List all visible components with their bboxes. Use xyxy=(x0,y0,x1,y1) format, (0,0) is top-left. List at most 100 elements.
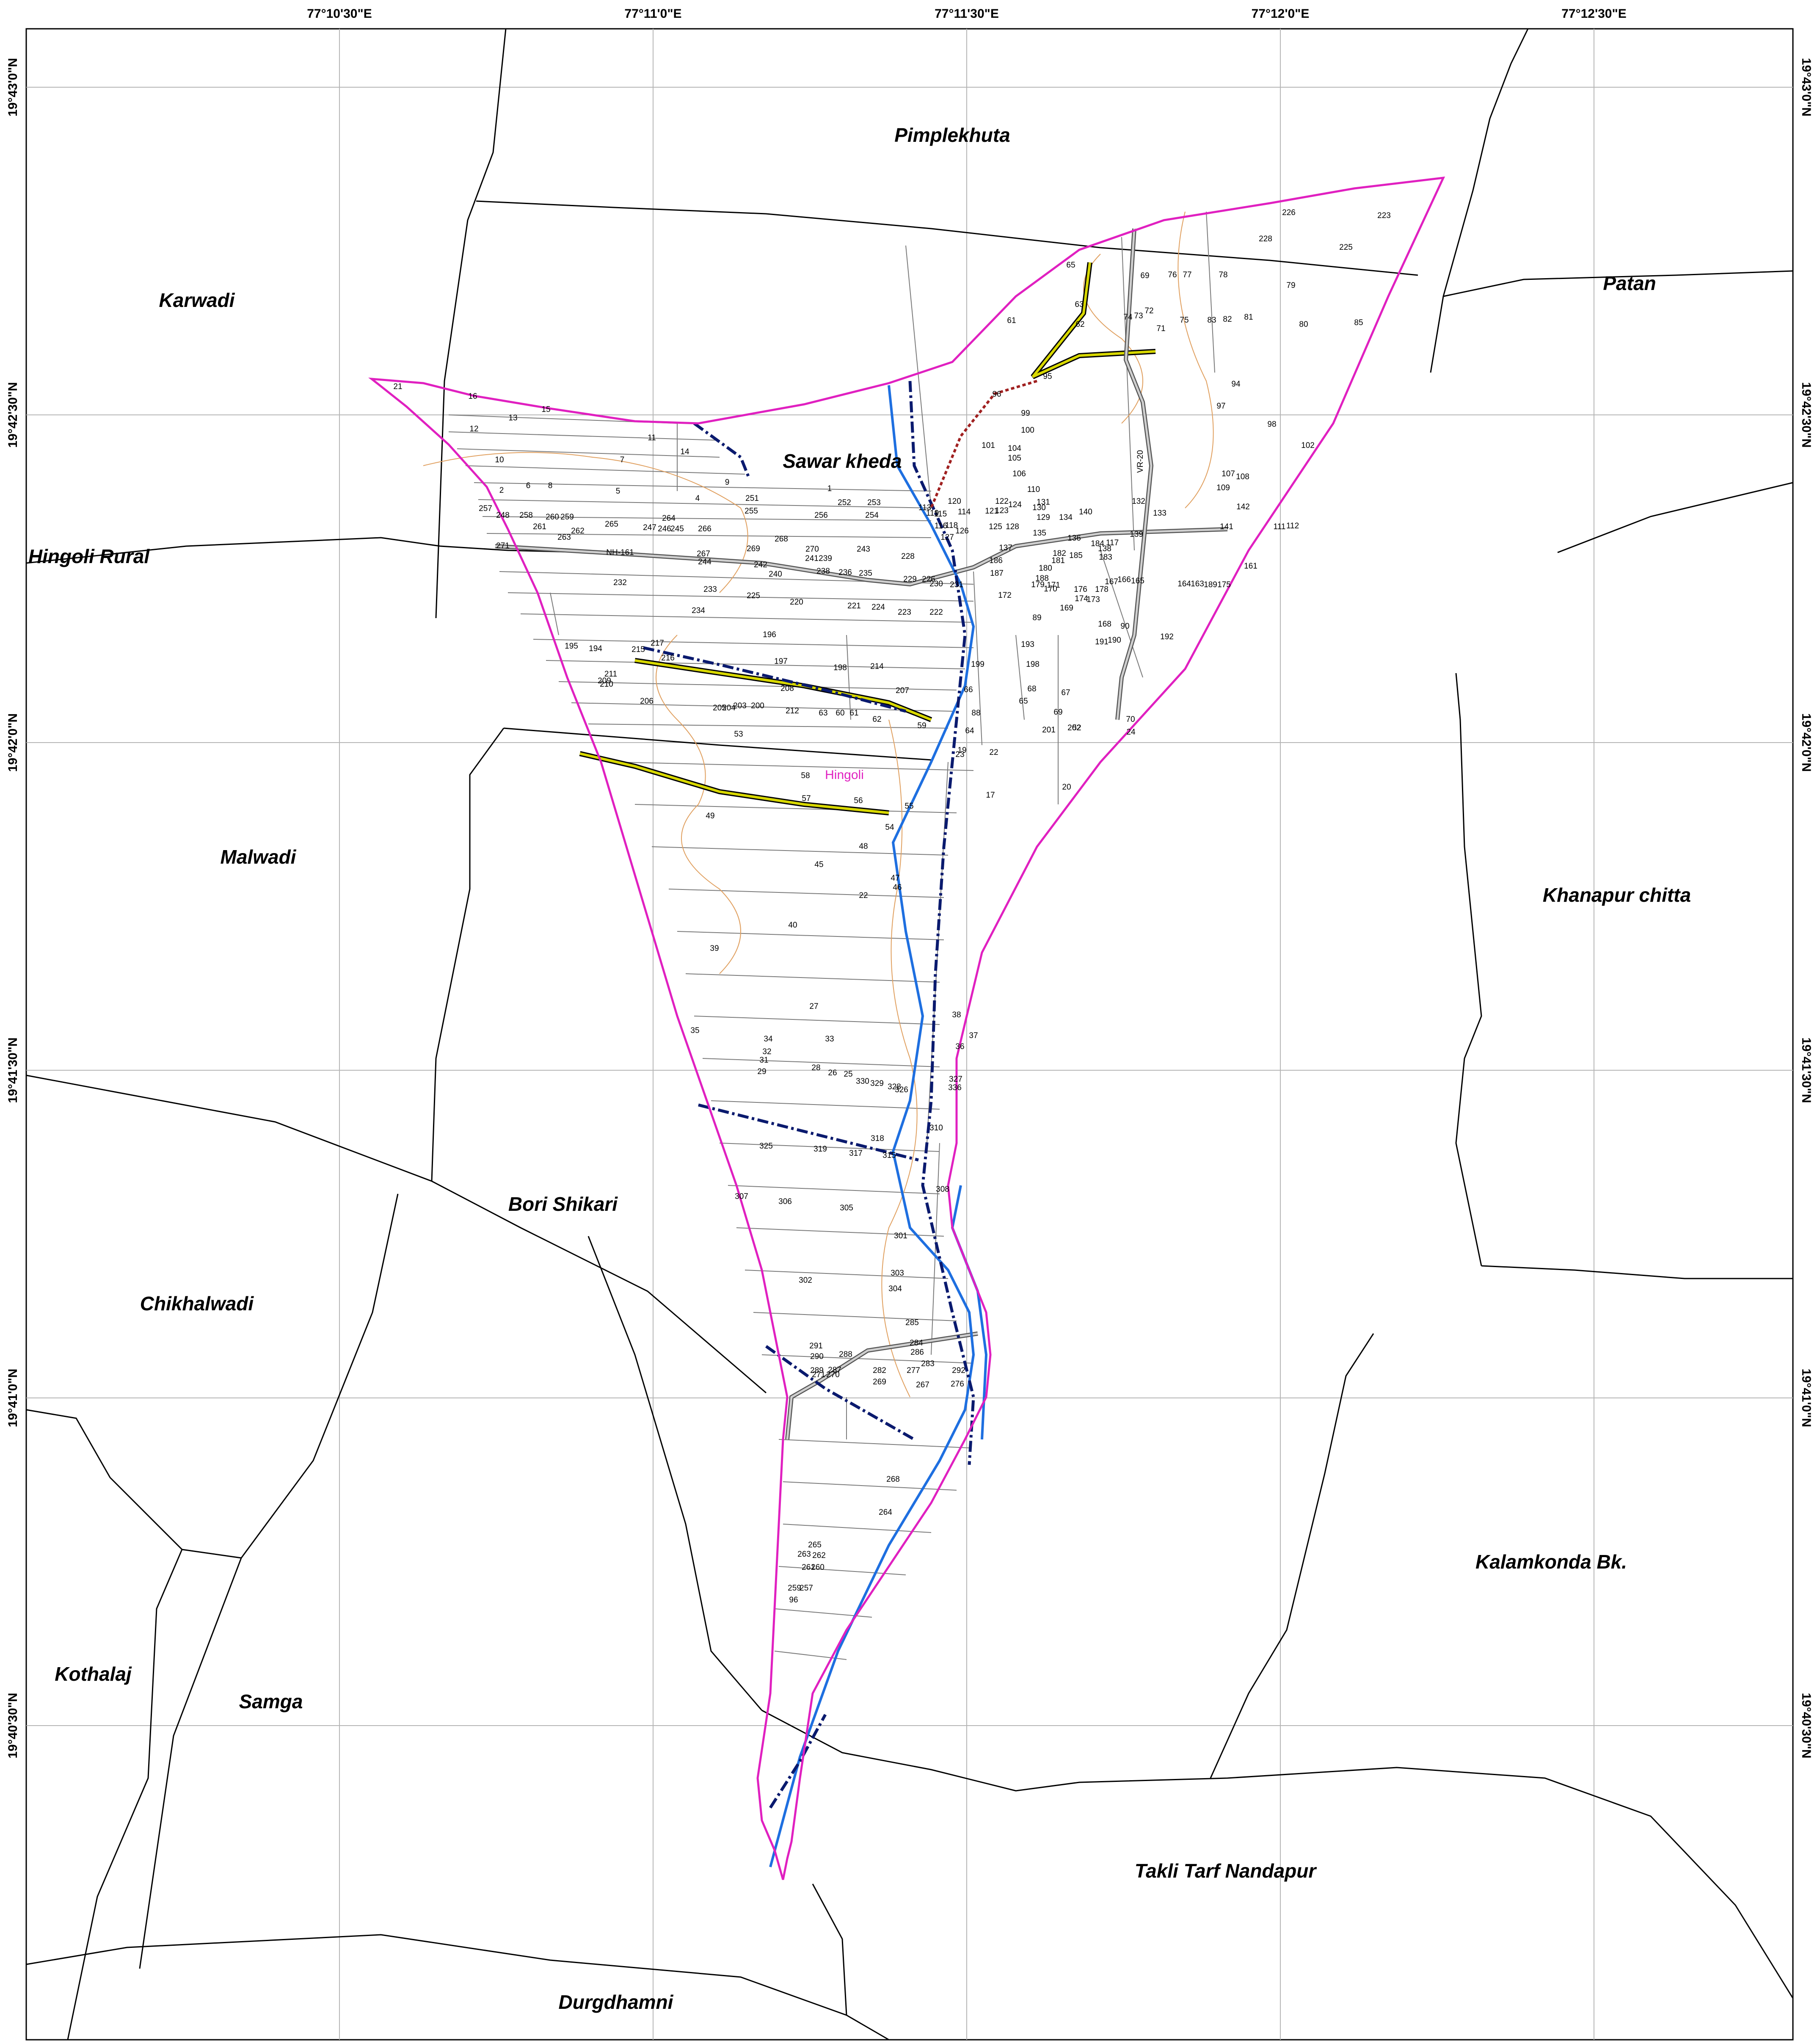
plot-number: 304 xyxy=(888,1284,902,1293)
plot-number: 62 xyxy=(872,715,881,724)
plot-number: 265 xyxy=(808,1541,822,1549)
village-label: Pimplekhuta xyxy=(894,124,1010,146)
drains xyxy=(643,381,975,1809)
plot-number: 141 xyxy=(1220,522,1233,531)
plot-number: 246 xyxy=(658,525,671,533)
plot-number: 28 xyxy=(811,1063,820,1072)
plot-number: 88 xyxy=(971,709,980,718)
village-label: Chikhalwadi xyxy=(140,1293,254,1315)
plot-number: 114 xyxy=(958,508,971,516)
village-label: Durgdhamni xyxy=(559,1991,674,2013)
plot-number: 134 xyxy=(1059,513,1073,522)
latitude-label: 19°42'30"N xyxy=(1799,382,1813,447)
plot-number: 138 xyxy=(1098,544,1111,553)
plot-number: 22 xyxy=(989,748,998,757)
latitude-label: 19°42'0"N xyxy=(6,713,20,772)
plot-number: 130 xyxy=(1032,503,1046,512)
village-label: Malwadi xyxy=(221,846,297,868)
plot-number: 262 xyxy=(571,527,585,536)
plot-number: 164 xyxy=(1177,580,1191,588)
plot-number: 232 xyxy=(613,578,627,587)
plot-number: 107 xyxy=(1222,470,1235,478)
plot-number: 186 xyxy=(989,556,1003,565)
plot-number: 118 xyxy=(945,521,958,530)
plot-number: 135 xyxy=(1033,529,1046,538)
plot-number: 262 xyxy=(812,1551,826,1560)
plot-number: 240 xyxy=(769,570,782,579)
plot-number: 255 xyxy=(745,507,758,516)
plot-number: 224 xyxy=(871,603,885,612)
plot-number: 13 xyxy=(508,414,517,423)
plot-number: 33 xyxy=(825,1035,834,1044)
plot-number: 211 xyxy=(604,670,617,679)
latitude-label: 19°41'30"N xyxy=(6,1037,20,1103)
plot-number: 286 xyxy=(910,1348,924,1357)
plot-number: 289 xyxy=(810,1366,824,1375)
plot-number: 117 xyxy=(1106,539,1119,547)
plot-number: 263 xyxy=(557,533,571,542)
plot-number: 260 xyxy=(546,513,559,522)
plot-number: 270 xyxy=(805,545,819,554)
plot-number: 257 xyxy=(800,1584,813,1593)
plot-number: 269 xyxy=(873,1378,886,1386)
plot-number: 302 xyxy=(799,1276,812,1285)
plot-number: 165 xyxy=(1131,577,1144,586)
plot-number: 104 xyxy=(1008,444,1021,453)
plot-number: 112 xyxy=(1286,522,1299,530)
plot-number: 132 xyxy=(1132,497,1145,506)
plot-number: 263 xyxy=(797,1550,811,1559)
plot-number: 128 xyxy=(1006,522,1019,531)
plot-number: 264 xyxy=(662,514,676,523)
plot-number: 139 xyxy=(1130,530,1143,539)
plot-number: 301 xyxy=(894,1232,907,1240)
latitude-label: 19°41'0"N xyxy=(6,1369,20,1427)
plot-number: 58 xyxy=(801,771,810,780)
plot-number: 248 xyxy=(496,511,510,520)
plot-number: 46 xyxy=(893,883,902,892)
plot-number: 247 xyxy=(643,523,656,532)
plot-number: 31 xyxy=(759,1056,768,1065)
plot-number: 267 xyxy=(697,550,710,558)
plot-number: 62 xyxy=(1075,320,1084,329)
village-label: Kalamkonda Bk. xyxy=(1475,1551,1627,1573)
plot-number: 82 xyxy=(1223,315,1232,324)
plot-number: 330 xyxy=(856,1077,869,1086)
plot-number: 167 xyxy=(1105,577,1118,586)
longitude-label: 77°12'30"E xyxy=(1561,7,1626,21)
plot-number: 241 xyxy=(805,554,819,563)
town-label: Hingoli xyxy=(825,768,864,782)
plot-number: 291 xyxy=(809,1342,823,1351)
latitude-label: 19°43'0"N xyxy=(6,58,20,116)
plot-number: 276 xyxy=(951,1380,964,1389)
plot-number: 173 xyxy=(1086,595,1100,604)
longitude-label: 77°12'0"E xyxy=(1252,7,1310,21)
plot-number: 329 xyxy=(870,1079,884,1088)
graticule-grid xyxy=(26,29,1793,2040)
plot-number: 10 xyxy=(495,456,504,464)
plot-number: 11 xyxy=(648,434,656,442)
village-label: Bori Shikari xyxy=(508,1193,618,1215)
plot-number: 267 xyxy=(916,1381,929,1389)
plot-number: 53 xyxy=(734,730,743,739)
plot-number: 108 xyxy=(1236,472,1249,481)
plot-number: 29 xyxy=(757,1067,766,1076)
plot-number: 85 xyxy=(1354,318,1363,327)
village-label: Takli Tarf Nandapur xyxy=(1135,1860,1317,1882)
plot-number: 142 xyxy=(1236,503,1250,511)
plot-number: 266 xyxy=(698,525,711,533)
plot-number: 287 xyxy=(828,1366,841,1375)
plot-number: 201 xyxy=(1042,726,1056,735)
plot-number: 236 xyxy=(838,568,852,577)
village-label: Samga xyxy=(239,1690,303,1712)
latitude-label: 19°43'0"N xyxy=(1799,58,1813,116)
plot-number: 225 xyxy=(747,591,760,600)
plot-number: 220 xyxy=(790,598,803,607)
plot-number: 38 xyxy=(952,1011,961,1019)
plot-number: 282 xyxy=(873,1366,886,1375)
plot-number: 17 xyxy=(986,791,995,800)
plot-number: 36 xyxy=(955,1042,964,1051)
plot-number: 208 xyxy=(780,684,794,693)
plot-number: 183 xyxy=(1099,553,1112,562)
plot-number: 318 xyxy=(871,1134,884,1143)
